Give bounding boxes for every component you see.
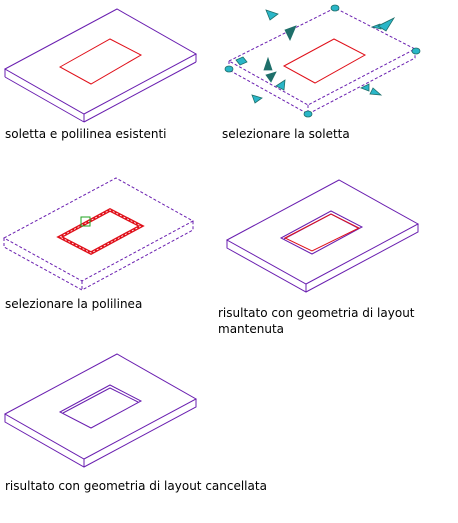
slab-top-face-dashed bbox=[2, 177, 195, 282]
grip-arrow bbox=[251, 94, 263, 104]
slab-edge bbox=[83, 61, 197, 123]
grip-vertex bbox=[330, 4, 340, 12]
slab-edge-dashed bbox=[3, 221, 194, 291]
slab-with-polyline bbox=[3, 8, 198, 123]
grip-arrow bbox=[265, 71, 277, 83]
grip-arrow bbox=[265, 9, 279, 21]
result-layout-kept bbox=[225, 179, 420, 293]
opening-outline bbox=[279, 210, 364, 255]
grip-arrow bbox=[263, 56, 273, 71]
grip-arrow bbox=[284, 25, 297, 41]
slab-edge bbox=[4, 399, 197, 468]
polyline-outline bbox=[58, 38, 143, 85]
caption-panel-4: risultato con geometria di layout manten… bbox=[218, 306, 419, 336]
polyline-dashes bbox=[59, 209, 142, 254]
opening-inner-edge bbox=[62, 387, 139, 414]
polyline-outline bbox=[282, 38, 367, 84]
caption-panel-5: risultato con geometria di layout cancel… bbox=[5, 479, 267, 493]
slab-top-face bbox=[3, 353, 198, 460]
grip-vertex bbox=[411, 47, 421, 55]
opening-outline bbox=[58, 384, 143, 429]
result-layout-erased bbox=[3, 353, 198, 468]
slab-edge bbox=[4, 76, 85, 123]
grip-edge bbox=[360, 83, 370, 92]
slab-top-face bbox=[3, 8, 198, 115]
grip-vertex bbox=[303, 110, 313, 118]
slab-edge bbox=[226, 224, 419, 293]
caption-panel-1: soletta e polilinea esistenti bbox=[5, 127, 167, 141]
grip-arrow bbox=[275, 79, 286, 91]
polyline-selected bbox=[2, 177, 195, 291]
pick-box bbox=[80, 216, 91, 227]
slab-edge-dashed bbox=[228, 49, 416, 115]
grip-vertex bbox=[224, 65, 234, 73]
grip-markers bbox=[224, 4, 421, 118]
caption-panel-2: selezionare la soletta bbox=[222, 127, 350, 141]
slab-top-face bbox=[225, 179, 420, 285]
grip-arrow bbox=[369, 87, 383, 96]
slab-selected bbox=[224, 4, 421, 118]
caption-panel-3: selezionare la polilinea bbox=[5, 297, 143, 311]
polyline-highlight bbox=[56, 208, 145, 255]
grip-edge bbox=[235, 56, 248, 66]
polyline-outline bbox=[283, 213, 361, 252]
grip-arrow bbox=[377, 17, 396, 32]
